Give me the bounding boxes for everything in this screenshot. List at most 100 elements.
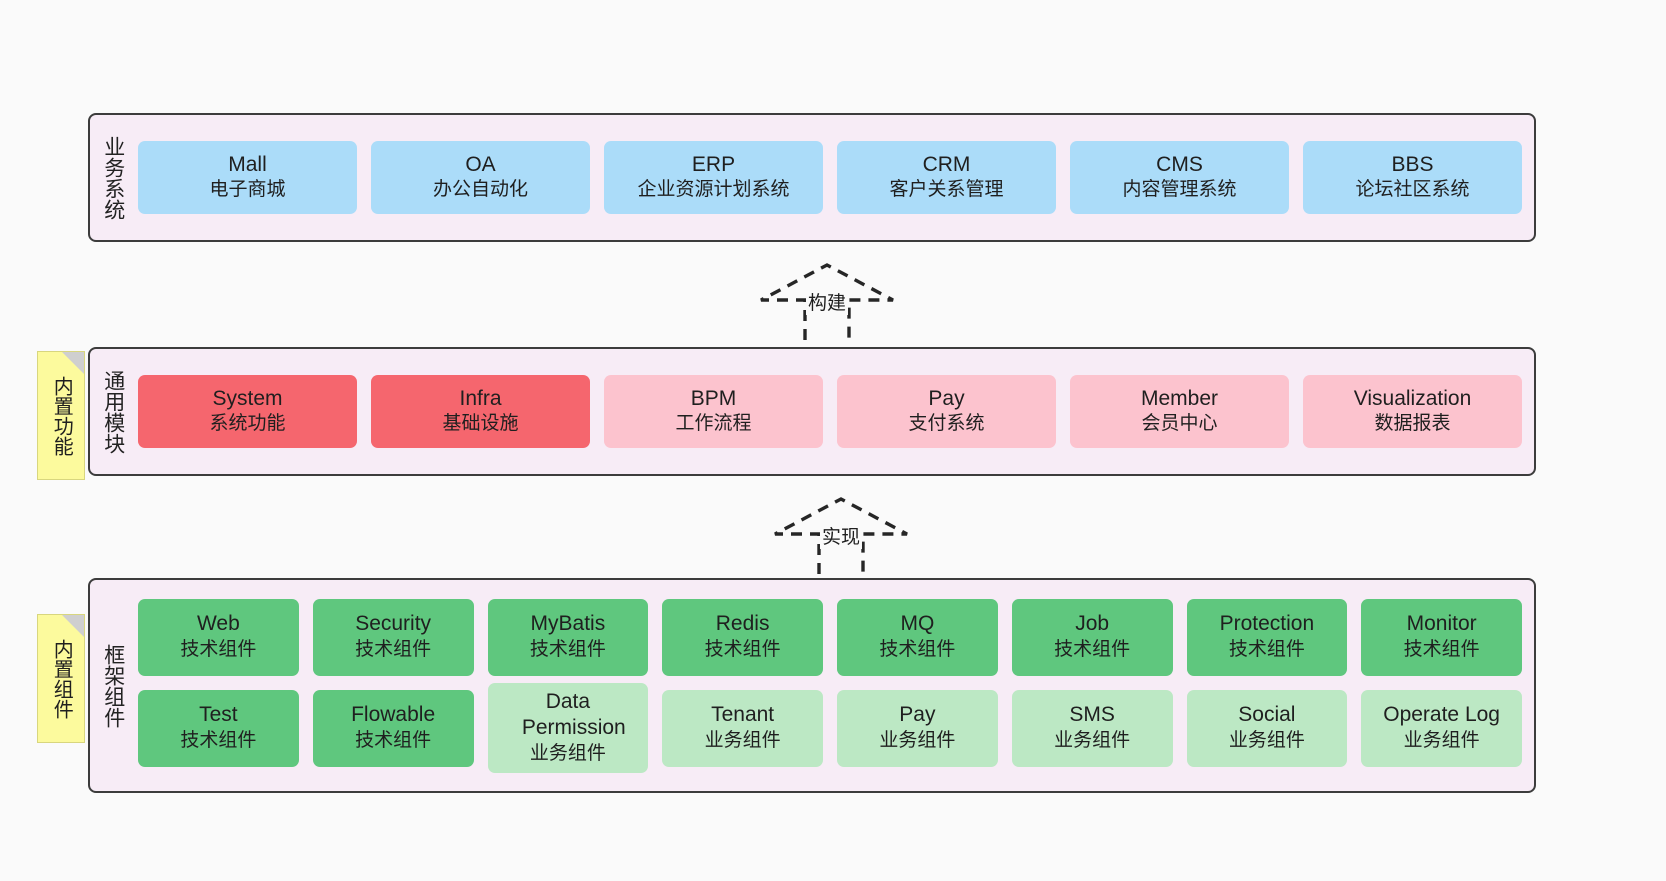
- card-subtitle: 技术组件: [180, 638, 257, 660]
- card-subtitle: 客户关系管理: [889, 179, 1004, 201]
- card-title: MyBatis: [530, 612, 606, 636]
- card-title: Member: [1140, 386, 1219, 410]
- card-title: Pay: [899, 703, 936, 727]
- card-title: Web: [196, 612, 240, 636]
- card-title: Protection: [1219, 612, 1315, 636]
- card-subtitle: 电子商城: [209, 179, 286, 201]
- card-subtitle: 会员中心: [1141, 413, 1218, 435]
- card-pay-module[interactable]: Pay 支付系统: [837, 375, 1056, 448]
- card-title: System: [212, 386, 283, 410]
- card-sms[interactable]: SMS 业务组件: [1011, 689, 1173, 767]
- card-title: Mall: [228, 152, 267, 176]
- card-oa[interactable]: OA 办公自动化: [371, 141, 590, 214]
- card-subtitle: 内容管理系统: [1122, 179, 1237, 201]
- module-card-row: System 系统功能 Infra 基础设施 BPM 工作流程 Pay 支付系统…: [138, 375, 1522, 448]
- card-erp[interactable]: ERP 企业资源计划系统: [604, 141, 823, 214]
- card-title: Security: [355, 612, 432, 636]
- card-tenant[interactable]: Tenant 业务组件: [662, 689, 823, 767]
- card-social[interactable]: Social 业务组件: [1186, 689, 1348, 767]
- card-protection[interactable]: Protection 技术组件: [1186, 598, 1348, 676]
- card-title: ERP: [691, 152, 736, 176]
- sticky-note-label: 内置组件: [50, 638, 73, 719]
- card-member[interactable]: Member 会员中心: [1070, 375, 1289, 448]
- card-test[interactable]: Test 技术组件: [138, 689, 299, 767]
- card-crm[interactable]: CRM 客户关系管理: [837, 141, 1056, 214]
- card-mall[interactable]: Mall 电子商城: [138, 141, 357, 214]
- connector-implement: 实现: [771, 496, 911, 576]
- card-job[interactable]: Job 技术组件: [1011, 598, 1173, 676]
- card-subtitle: 技术组件: [1228, 638, 1305, 660]
- card-data-permission[interactable]: Data Permission 业务组件: [487, 682, 649, 773]
- layer-title-framework-component: 框架组件: [101, 643, 125, 728]
- sticky-fold-corner: [62, 352, 84, 374]
- card-title: Visualization: [1353, 386, 1472, 410]
- card-flowable[interactable]: Flowable 技术组件: [312, 689, 474, 767]
- card-subtitle: 技术组件: [355, 638, 432, 660]
- card-subtitle: 业务组件: [1228, 729, 1305, 751]
- build-arrow-icon: [760, 263, 894, 340]
- card-subtitle: 业务组件: [529, 742, 606, 764]
- card-subtitle: 业务组件: [1403, 729, 1480, 751]
- card-subtitle: 技术组件: [529, 638, 606, 660]
- card-visualization[interactable]: Visualization 数据报表: [1303, 375, 1522, 448]
- card-security[interactable]: Security 技术组件: [312, 598, 474, 676]
- card-title: Data Permission: [521, 689, 626, 740]
- card-title: OA: [465, 152, 496, 176]
- card-subtitle: 论坛社区系统: [1355, 179, 1470, 201]
- card-operate-log[interactable]: Operate Log 业务组件: [1361, 689, 1522, 767]
- card-title: BPM: [690, 386, 737, 410]
- card-title: Test: [199, 703, 238, 727]
- card-system[interactable]: System 系统功能: [138, 375, 357, 448]
- card-monitor[interactable]: Monitor 技术组件: [1361, 598, 1522, 676]
- framework-card-grid: Web 技术组件 Security 技术组件 MyBatis 技术组件 Redi…: [138, 598, 1522, 773]
- card-title: Job: [1075, 612, 1110, 636]
- layer-body-common-module: System 系统功能 Infra 基础设施 BPM 工作流程 Pay 支付系统…: [136, 349, 1534, 474]
- card-subtitle: 业务组件: [704, 729, 781, 751]
- sticky-note-builtin-features: 内置功能: [37, 351, 85, 480]
- card-title: MQ: [900, 612, 935, 636]
- layer-body-business-system: Mall 电子商城 OA 办公自动化 ERP 企业资源计划系统 CRM 客户关系…: [136, 115, 1534, 240]
- card-mybatis[interactable]: MyBatis 技术组件: [487, 598, 649, 676]
- card-subtitle: 技术组件: [355, 729, 432, 751]
- business-card-row: Mall 电子商城 OA 办公自动化 ERP 企业资源计划系统 CRM 客户关系…: [138, 141, 1522, 214]
- card-cms[interactable]: CMS 内容管理系统: [1070, 141, 1289, 214]
- card-infra[interactable]: Infra 基础设施: [371, 375, 590, 448]
- card-title: Redis: [715, 612, 770, 636]
- card-subtitle: 技术组件: [180, 729, 257, 751]
- connector-implement-label: 实现: [819, 522, 863, 549]
- layer-business-system: 业务系统 Mall 电子商城 OA 办公自动化 ERP 企业资源计划系统 CRM: [88, 113, 1536, 242]
- card-subtitle: 业务组件: [1054, 729, 1131, 751]
- layer-framework-component: 框架组件 Web 技术组件 Security 技术组件 MyBatis 技术组件: [88, 578, 1536, 793]
- card-title: Infra: [459, 386, 502, 410]
- card-title: Social: [1238, 703, 1296, 727]
- card-subtitle: 技术组件: [704, 638, 781, 660]
- card-pay-component[interactable]: Pay 业务组件: [837, 689, 998, 767]
- card-title: Pay: [928, 386, 965, 410]
- card-web[interactable]: Web 技术组件: [138, 598, 299, 676]
- tech-component-row: Web 技术组件 Security 技术组件 MyBatis 技术组件 Redi…: [138, 598, 1522, 676]
- connector-build: 构建: [757, 262, 897, 342]
- sticky-fold-corner: [62, 615, 84, 637]
- card-subtitle: 系统功能: [209, 413, 286, 435]
- layer-title-business-system: 业务系统: [101, 135, 125, 220]
- card-bbs[interactable]: BBS 论坛社区系统: [1303, 141, 1522, 214]
- card-title: CMS: [1156, 152, 1203, 176]
- card-title: CRM: [922, 152, 971, 176]
- connector-build-label: 构建: [805, 288, 849, 315]
- implement-arrow-icon: [774, 497, 908, 574]
- card-subtitle: 企业资源计划系统: [637, 179, 790, 201]
- layer-title-common-module: 通用模块: [101, 369, 125, 454]
- card-subtitle: 工作流程: [675, 413, 752, 435]
- card-mq[interactable]: MQ 技术组件: [837, 598, 998, 676]
- sticky-note-builtin-components: 内置组件: [37, 614, 85, 743]
- card-subtitle: 技术组件: [879, 638, 956, 660]
- card-redis[interactable]: Redis 技术组件: [662, 598, 823, 676]
- card-title: Tenant: [711, 703, 775, 727]
- card-bpm[interactable]: BPM 工作流程: [604, 375, 823, 448]
- sticky-note-label: 内置功能: [50, 375, 73, 456]
- card-subtitle: 办公自动化: [432, 179, 528, 201]
- layer-common-module: 通用模块 System 系统功能 Infra 基础设施 BPM 工作流程 Pay: [88, 347, 1536, 476]
- card-subtitle: 技术组件: [1403, 638, 1480, 660]
- card-subtitle: 业务组件: [879, 729, 956, 751]
